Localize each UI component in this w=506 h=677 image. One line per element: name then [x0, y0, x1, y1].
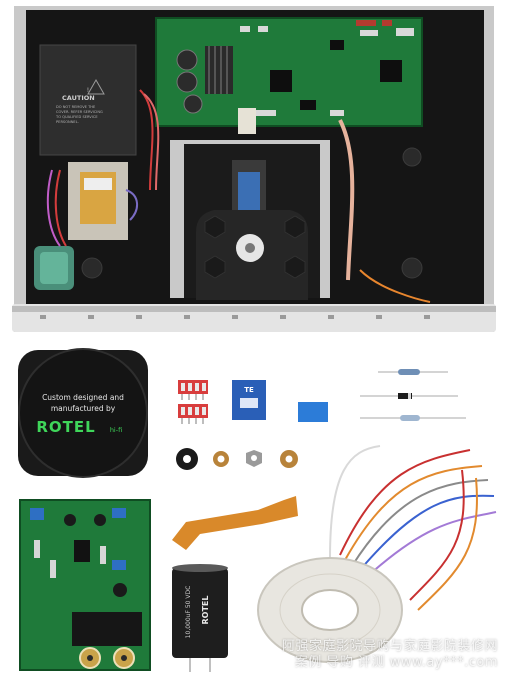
- toroidal-transformer: [257, 445, 497, 663]
- watermark: 阿强家庭影院导购与家庭影院装修网 案例 导购 评测 www.ay***.com: [248, 639, 498, 671]
- washers-and-feet: [176, 448, 298, 470]
- capacitor-spec: 10,000uF 50 VDC: [185, 586, 192, 639]
- heatsink: [205, 46, 233, 94]
- svg-text:!: !: [87, 87, 89, 94]
- power-inlet: [34, 246, 74, 290]
- rca-jacks: [72, 612, 142, 669]
- speaker-text-line-2: manufactured by: [51, 404, 116, 413]
- capacitor-brand: ROTEL: [201, 596, 210, 625]
- relay-brand: TE: [244, 386, 254, 394]
- watermark-line-2: 案例 导购 评测 www.ay***.com: [294, 655, 498, 670]
- caution-label-line: TO QUALIFIED SERVICE: [55, 115, 98, 119]
- caution-label-line: DO NOT REMOVE THE: [56, 105, 96, 109]
- caution-label-line: COVER. REFER SERVICING: [56, 110, 103, 114]
- main-pcb: [155, 17, 423, 134]
- te-relay: TE: [232, 380, 266, 420]
- flex-ribbon-cable: [172, 496, 298, 550]
- axial-components: [360, 369, 466, 421]
- transformer-cover: ! CAUTION DO NOT REMOVE THE COVER. REFER…: [39, 44, 137, 156]
- internal-wiring: [46, 89, 431, 303]
- watermark-line-1: 阿强家庭影院导购与家庭影院装修网: [281, 639, 498, 654]
- caution-label-title: CAUTION: [62, 94, 95, 102]
- rotel-logo: ROTEL: [36, 418, 95, 436]
- speaker-text-line-1: Custom designed and: [42, 393, 124, 402]
- speaker-driver: Custom designed and manufactured by ROTE…: [18, 348, 148, 478]
- dip-switches: [178, 380, 208, 424]
- filter-capacitor: ROTEL 10,000uF 50 VDC: [172, 564, 228, 672]
- rotel-logo-suffix: hi-fi: [110, 426, 122, 434]
- output-pcb: [19, 499, 151, 671]
- small-transformer: [68, 162, 138, 240]
- electrolytic-capacitors: [176, 49, 203, 114]
- cd-transport: [170, 140, 330, 300]
- disc-tray: [196, 210, 308, 300]
- film-capacitor: [298, 402, 328, 422]
- caution-label-line: PERSONNEL.: [56, 120, 79, 124]
